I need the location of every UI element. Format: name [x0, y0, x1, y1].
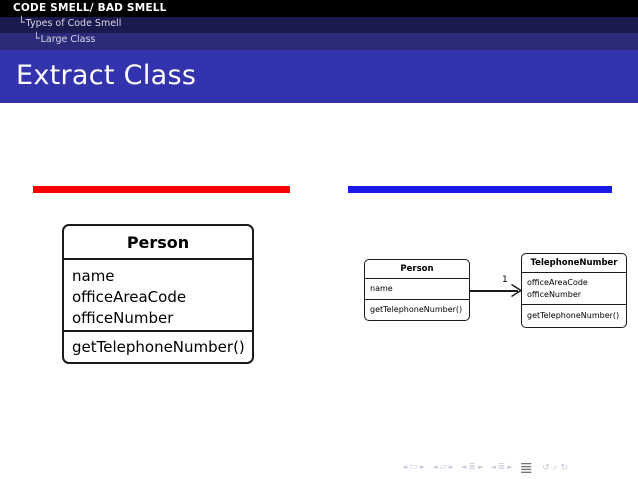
uml-attributes-compartment: name officeAreaCode officeNumber [64, 260, 252, 332]
uml-class-person-after: Person name getTelephoneNumber() [364, 259, 470, 321]
uml-attributes-compartment: officeAreaCode officeNumber [522, 273, 626, 305]
uml-operation: getTelephoneNumber() [370, 305, 463, 314]
uml-class-name: TelephoneNumber [522, 254, 626, 273]
nav-frame-icon[interactable]: ▱ [439, 462, 447, 472]
uml-attribute: name [370, 284, 393, 293]
uml-attributes-compartment: name [365, 279, 469, 300]
uml-attribute: name [72, 267, 115, 285]
beamer-navigation-symbols: ◄ ▭ ► ◄ ▱ ► ◄ ≣ ► ◄ ≣ ► ≣ ↺ ⌕ ↻ [402, 458, 568, 477]
nav-presentation-icon[interactable]: ≣ [519, 458, 534, 477]
nav-prev-section-icon[interactable]: ◄ [490, 463, 496, 471]
nav-group-subsection[interactable]: ◄ ≣ ► [461, 463, 483, 472]
association-line [470, 290, 518, 292]
association-multiplicity: 1 [502, 275, 508, 285]
uml-operation: getTelephoneNumber() [527, 311, 620, 320]
uml-operation: getTelephoneNumber() [72, 338, 245, 356]
nav-section-icon[interactable]: ≣ [497, 462, 506, 472]
nav-prev-slide-icon[interactable]: ◄ [402, 463, 408, 471]
frame-title-banner: Extract Class [0, 50, 638, 103]
uml-attribute: officeAreaCode [72, 288, 187, 306]
uml-class-name: Person [365, 260, 469, 279]
presentation-title-bar: CODE SMELL/ BAD SMELL [0, 0, 638, 17]
uml-class-person-before: Person name officeAreaCode officeNumber … [62, 224, 254, 364]
nav-search-icon[interactable]: ⌕ [552, 462, 558, 473]
uml-operations-compartment: getTelephoneNumber() [365, 300, 469, 320]
uml-attribute: officeNumber [72, 309, 174, 327]
tree-branch-icon: └ [18, 16, 25, 29]
uml-attribute: officeNumber [527, 290, 582, 299]
presentation-title: CODE SMELL/ BAD SMELL [13, 2, 167, 14]
nav-subsection-icon[interactable]: ≣ [468, 462, 476, 472]
uml-operations-compartment: getTelephoneNumber() [64, 332, 252, 362]
tree-branch-icon: └ [33, 32, 40, 45]
uml-class-telephonenumber: TelephoneNumber officeAreaCode officeNum… [521, 253, 627, 328]
nav-group-section[interactable]: ◄ ≣ ► [490, 463, 512, 472]
nav-next-frame-icon[interactable]: ► [448, 463, 454, 471]
rule-before [33, 186, 290, 193]
nav-prev-subsection-icon[interactable]: ◄ [461, 463, 467, 471]
slide-canvas: Person name officeAreaCode officeNumber … [0, 103, 638, 479]
nav-section-label: Types of Code Smell [25, 18, 122, 29]
nav-subsection-label: Large Class [40, 34, 96, 45]
frame-title: Extract Class [16, 60, 197, 91]
nav-next-slide-icon[interactable]: ► [419, 463, 426, 471]
rule-after [348, 186, 612, 193]
nav-next-section-icon[interactable]: ► [507, 463, 513, 471]
nav-subsection-entry[interactable]: └ Large Class [33, 32, 96, 45]
uml-class-name: Person [64, 226, 252, 260]
nav-forward-icon[interactable]: ↻ [560, 462, 569, 473]
association-arrowhead-icon [511, 284, 522, 297]
uml-attribute: officeAreaCode [527, 278, 588, 287]
nav-back-icon[interactable]: ↺ [542, 462, 550, 473]
nav-group-slide[interactable]: ◄ ▭ ► [402, 463, 425, 472]
nav-prev-frame-icon[interactable]: ◄ [432, 463, 438, 471]
nav-tail-group[interactable]: ↺ ⌕ ↻ [542, 463, 568, 473]
nav-group-frame[interactable]: ◄ ▱ ► [432, 463, 454, 472]
nav-slide-icon[interactable]: ▭ [409, 462, 418, 472]
uml-operations-compartment: getTelephoneNumber() [522, 305, 626, 327]
nav-next-subsection-icon[interactable]: ► [477, 463, 484, 471]
nav-section-bar: └ Types of Code Smell [0, 17, 638, 33]
nav-subsection-bar: └ Large Class [0, 33, 638, 50]
nav-section-entry[interactable]: └ Types of Code Smell [18, 16, 122, 29]
